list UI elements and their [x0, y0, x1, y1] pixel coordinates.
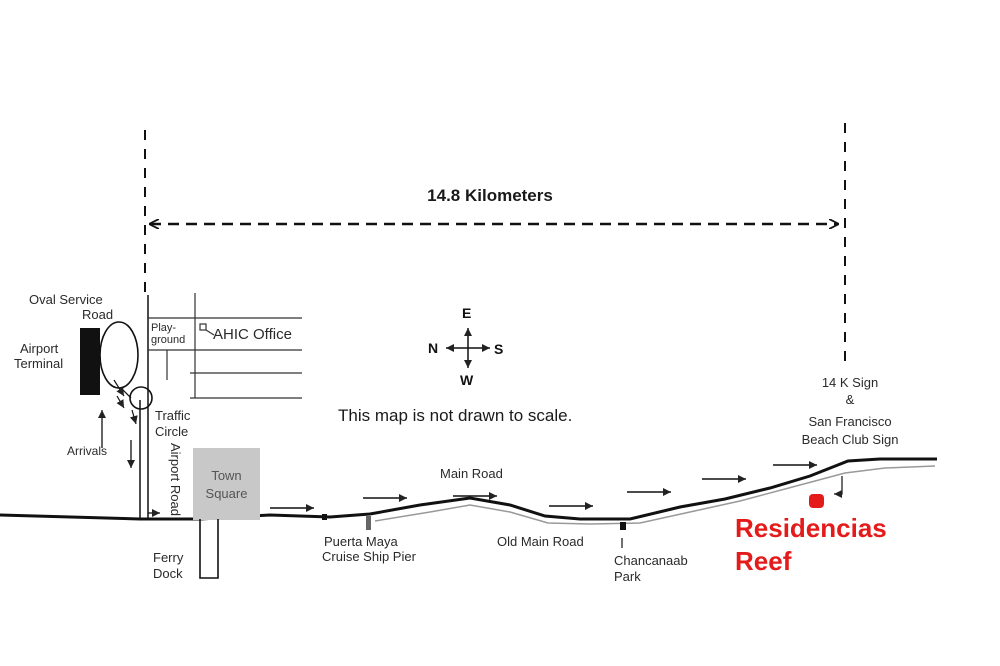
sign-label-san-francisco: San Francisco	[808, 414, 892, 429]
airport-road-label: Airport Road	[168, 443, 183, 516]
ahic-office-label: AHIC Office	[213, 326, 292, 343]
airport-terminal-block	[80, 328, 100, 395]
oval-service-road	[99, 321, 139, 389]
direction-arrows	[270, 461, 817, 512]
ferry-dock-label: Ferry	[153, 550, 184, 565]
ahic-office-marker	[199, 323, 207, 331]
cruise-ship-pier-label: Cruise Ship Pier	[322, 549, 416, 564]
residencias-reef-title: Residencias	[735, 513, 887, 543]
compass-east: E	[462, 305, 472, 321]
sign-label-beach-club: Beach Club Sign	[801, 432, 899, 447]
town-square-label-2: Square	[205, 486, 248, 501]
town-square-label: Town	[211, 468, 242, 483]
compass-south: S	[494, 341, 504, 357]
residencias-reef-marker	[809, 494, 824, 508]
compass-west: W	[460, 372, 474, 388]
playground-label: Play-	[151, 322, 177, 334]
traffic-circle	[129, 386, 153, 410]
oval-service-road-label-2: Road	[82, 307, 114, 322]
old-main-road-label: Old Main Road	[497, 534, 584, 549]
distance-label: 14.8 Kilometers	[427, 186, 553, 205]
oval-service-road-label: Oval Service	[29, 292, 103, 307]
town-square-block	[193, 448, 260, 520]
old-main-road-line	[374, 465, 936, 525]
main-road-label: Main Road	[440, 466, 503, 481]
ferry-dock-label-2: Dock	[153, 566, 183, 581]
traffic-circle-label: Traffic	[155, 408, 191, 423]
arrivals-label: Arrivals	[67, 444, 108, 458]
playground-label-2: ground	[151, 334, 186, 346]
residencias-reef-title-2: Reef	[735, 546, 792, 576]
compass-rose	[446, 328, 490, 368]
chancanaab-park-label: Chancanaab	[614, 553, 688, 568]
airport-terminal-label-2: Terminal	[14, 356, 64, 371]
coastline-road	[0, 457, 937, 521]
sign-label-14k: 14 K Sign	[821, 375, 879, 390]
puerta-maya-label: Puerta Maya	[324, 534, 398, 549]
compass-north: N	[428, 340, 439, 356]
airport-terminal-label: Airport	[20, 341, 59, 356]
ferry-dock	[199, 519, 219, 579]
sign-label-amp: &	[845, 392, 855, 407]
chancanaab-park-label-2: Park	[614, 569, 641, 584]
cruise-ship-pier	[366, 516, 371, 530]
scale-disclaimer: This map is not drawn to scale.	[338, 406, 573, 425]
traffic-circle-label-2: Circle	[155, 424, 189, 439]
chancanaab-park-marker	[620, 522, 626, 530]
